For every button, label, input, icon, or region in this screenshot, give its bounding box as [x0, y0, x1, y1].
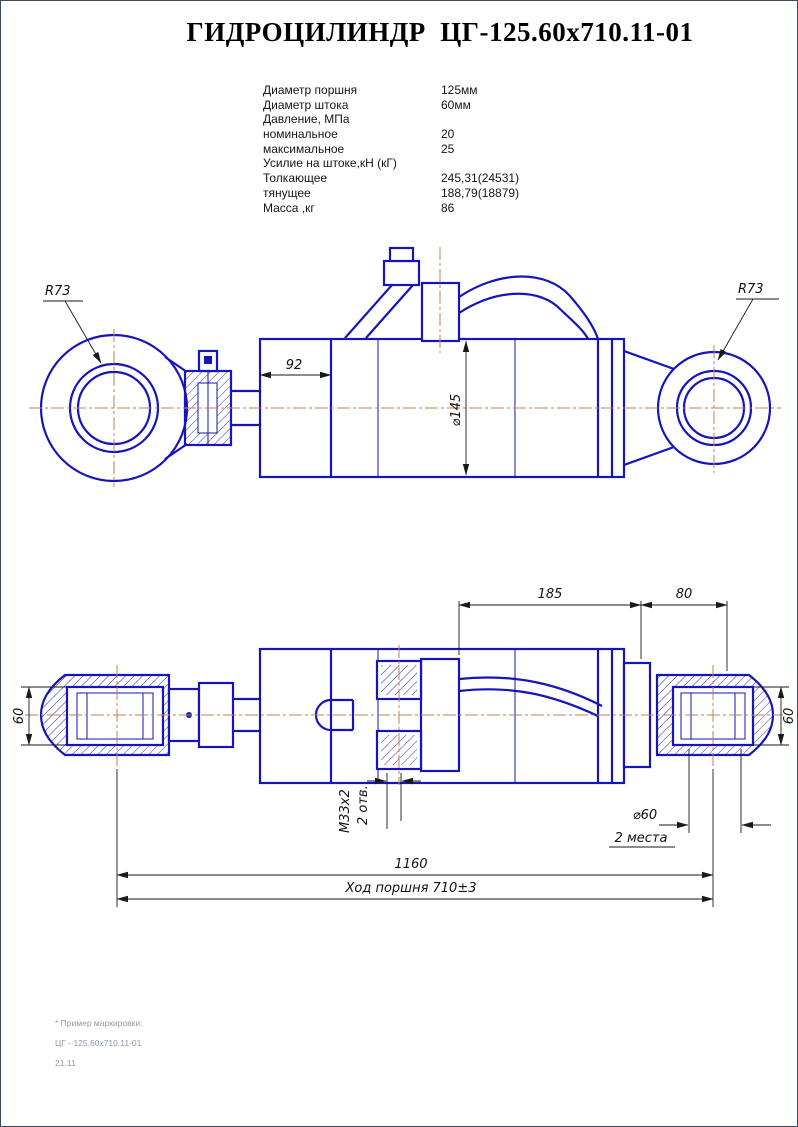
- pipe-inner: [458, 292, 589, 340]
- port-assembly: [344, 246, 600, 343]
- spec-table: Диаметр поршня 125мм Диаметр штока 60мм Да…: [263, 83, 593, 215]
- spec-value: 86: [441, 200, 455, 215]
- pipe-outer: [458, 676, 603, 707]
- spec-row: Усилие на штоке,кН (кГ): [263, 156, 593, 171]
- spec-value: 125мм: [441, 83, 478, 97]
- dim-185-label: 185: [538, 587, 563, 602]
- side-view-drawing: 92 ⌀145 R73 R73: [29, 246, 781, 487]
- thread-label: М33х2: [338, 789, 353, 833]
- marking-note-line3: 21.11: [55, 1058, 76, 1068]
- spec-label: Диаметр штока: [263, 97, 349, 112]
- spec-label: Масса ,кг: [263, 200, 315, 215]
- spec-label: Толкающее: [263, 171, 328, 186]
- piston-rod: [231, 389, 260, 427]
- spec-label: Давление, МПа: [263, 112, 350, 127]
- centerlines: [25, 645, 783, 785]
- spec-value: 188,79(18879): [441, 185, 520, 200]
- dim-dia60-label: ⌀60: [633, 808, 657, 823]
- dim-dia145-label: ⌀145: [449, 394, 464, 427]
- dim-r73-right-label: R73: [738, 282, 764, 297]
- drawing-title: ГИДРОЦИЛИНДР ЦГ-125.60х710.11-01: [186, 17, 694, 47]
- spec-label: максимальное: [263, 141, 345, 156]
- dim-60-left-label: 60: [12, 708, 27, 725]
- dim-1160-label: 1160: [394, 857, 427, 872]
- dimensions-side-view: 92 ⌀145 R73 R73: [43, 282, 779, 476]
- pipe-outer: [458, 275, 600, 340]
- spec-row: номинальное 20: [263, 127, 593, 142]
- marking-note: * Пример маркировки: ЦГ - 125.60х710.11-…: [55, 1013, 142, 1073]
- dim-80-label: 80: [676, 587, 693, 602]
- spec-row: тянущее 188,79(18879): [263, 186, 593, 201]
- holes-label: 2 отв.: [356, 785, 371, 825]
- spec-row: Масса ,кг 86: [263, 201, 593, 216]
- spec-value: 20: [441, 127, 455, 142]
- centerlines: [29, 247, 781, 487]
- places-label: 2 места: [615, 831, 668, 846]
- spec-row: Диаметр поршня 125мм: [263, 83, 593, 98]
- spec-label: номинальное: [263, 127, 338, 142]
- spec-row: Давление, МПа: [263, 112, 593, 127]
- dim-92-label: 92: [286, 358, 303, 373]
- spec-label: тянущее: [263, 185, 311, 200]
- spec-value: 60мм: [441, 97, 471, 112]
- spec-label: Диаметр поршня: [263, 83, 358, 97]
- stroke-label: Ход поршня 710±3: [344, 881, 476, 896]
- dim-60-right-label: 60: [782, 708, 797, 725]
- spec-row: Диаметр штока 60мм: [263, 98, 593, 113]
- dimensions-plan-view: 185 80 60 60 М33х2 2 отв.: [12, 587, 797, 907]
- spec-label: Усилие на штоке,кН (кГ): [263, 156, 397, 171]
- rod-eye-left-plan: [39, 673, 171, 757]
- spec-value: 25: [441, 141, 455, 156]
- dim-r73-left-label: R73: [45, 284, 71, 299]
- marking-note-line2: ЦГ - 125.60х710.11-01: [55, 1038, 142, 1048]
- spec-value: [441, 156, 593, 171]
- spec-value: [441, 112, 593, 127]
- spec-row: Толкающее 245,31(24531): [263, 171, 593, 186]
- marking-note-line1: * Пример маркировки:: [55, 1018, 143, 1028]
- spec-value: 245,31(24531): [441, 171, 520, 186]
- pipe-inner: [458, 688, 599, 717]
- spec-row: максимальное 25: [263, 142, 593, 157]
- plan-view-drawing: 185 80 60 60 М33х2 2 отв.: [12, 587, 797, 907]
